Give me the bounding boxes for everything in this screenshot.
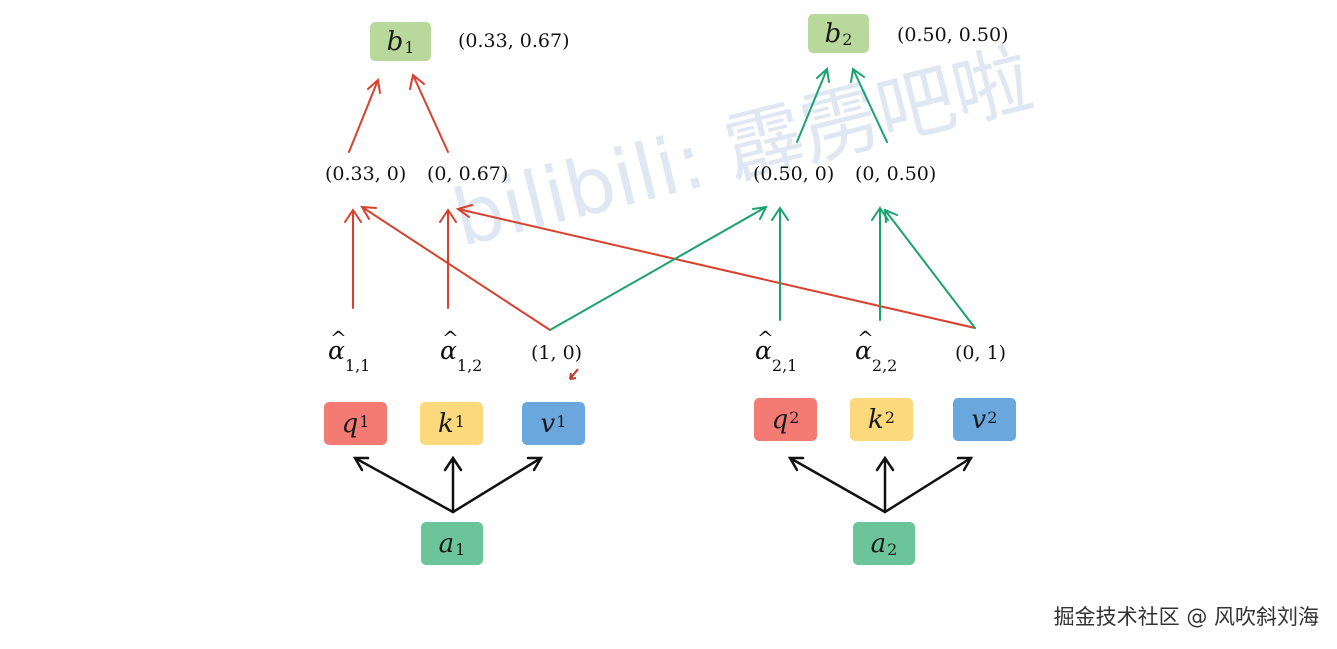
alpha-subscript: 1,1: [344, 356, 371, 375]
alpha-symbol: α: [440, 336, 457, 365]
k1-superscript: 1: [454, 412, 465, 431]
alpha-1-2: ^α1,2: [440, 326, 482, 375]
value-vector-2: (0, 1): [955, 342, 1007, 364]
arrow-a11-to-w1a: [344, 208, 362, 309]
arrow-a1-to-q1: [352, 456, 455, 514]
alpha-subscript: 2,2: [871, 356, 898, 375]
arrow-w1b-to-b1: [409, 73, 449, 153]
q1-superscript: 1: [359, 412, 370, 431]
arrow-a21-to-w2a: [771, 206, 789, 321]
arrow-v2-to-w1b: [455, 204, 976, 329]
v2-superscript: 2: [987, 408, 998, 427]
alpha-symbol: α: [755, 336, 772, 365]
hat-mark: ^: [442, 326, 459, 350]
arrow-a2-to-k2: [875, 455, 895, 514]
arrow-a12-to-w1b: [439, 208, 457, 309]
cursor-icon: [569, 368, 579, 380]
hat-mark: ^: [330, 326, 347, 350]
weighted-2-1: (0.50, 0): [753, 163, 835, 185]
b1-vector: (0.33, 0.67): [458, 30, 570, 52]
a1-symbol: a: [438, 528, 455, 559]
arrow-w2b-to-b2: [850, 67, 888, 143]
weighted-1-1: (0.33, 0): [325, 163, 407, 185]
b2-symbol: b: [824, 18, 842, 49]
arrow-a1-to-v1: [451, 456, 544, 514]
v1-symbol: v: [540, 408, 556, 439]
v2-symbol: v: [971, 404, 987, 435]
alpha-subscript: 1,2: [456, 356, 483, 375]
b1-subscript: 1: [404, 38, 415, 57]
value-vector-1: (1, 0): [531, 342, 583, 364]
q1-symbol: q: [341, 408, 359, 439]
arrow-a1-to-k1: [443, 455, 463, 514]
q2-superscript: 2: [789, 408, 800, 427]
a2-symbol: a: [870, 528, 887, 559]
k1-symbol: k: [438, 408, 454, 439]
arrow-w1a-to-b1: [348, 78, 381, 153]
weighted-1-2: (0, 0.67): [427, 163, 509, 185]
alpha-2-1: ^α2,1: [755, 326, 797, 375]
b2-vector: (0.50, 0.50): [897, 24, 1009, 46]
alpha-1-1: ^α1,1: [328, 326, 370, 375]
alpha-symbol: α: [328, 336, 345, 365]
arrow-v1-to-w1a: [360, 205, 551, 331]
arrow-a2-to-q2: [787, 456, 887, 514]
k2-symbol: k: [868, 404, 884, 435]
alpha-symbol: α: [855, 336, 872, 365]
k2-superscript: 2: [884, 408, 895, 427]
hat-mark: ^: [857, 326, 874, 350]
arrow-a22-to-w2b: [871, 206, 889, 321]
a1-subscript: 1: [455, 540, 466, 559]
green-arrows: [549, 67, 976, 331]
b2-subscript: 2: [842, 30, 853, 49]
arrow-v1-to-w2a: [549, 205, 768, 331]
red-arrows: [344, 73, 976, 331]
arrow-w2a-to-b2: [796, 67, 830, 143]
alpha-subscript: 2,1: [771, 356, 798, 375]
weighted-2-2: (0, 0.50): [855, 163, 937, 185]
arrow-v2-to-w2b: [883, 208, 976, 329]
a2-subscript: 2: [887, 540, 898, 559]
b1-symbol: b: [386, 26, 404, 57]
credit-text: 掘金技术社区 @ 风吹斜刘海: [1053, 605, 1319, 629]
q2-symbol: q: [771, 404, 789, 435]
alpha-2-2: ^α2,2: [855, 326, 897, 375]
hat-mark: ^: [757, 326, 774, 350]
black-arrows: [352, 455, 974, 514]
v1-superscript: 1: [556, 412, 567, 431]
arrow-a2-to-v2: [883, 456, 974, 514]
